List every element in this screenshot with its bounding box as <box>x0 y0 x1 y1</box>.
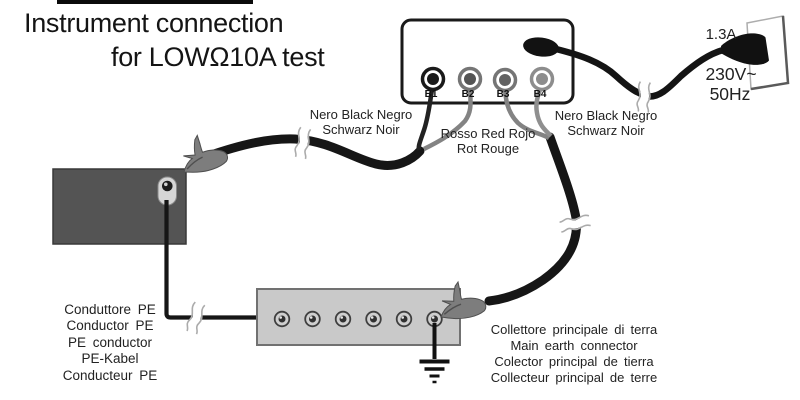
mains-plug-icon <box>721 33 769 65</box>
wire-b4-black <box>534 83 553 138</box>
label-red-wires: Rosso Red Rojo Rot Rouge <box>440 126 536 156</box>
page-title-line2: for LOWΩ10A test <box>111 42 325 72</box>
busbar-terminal <box>395 310 413 328</box>
label-main-earth-connector: Collettore principale di terra Main eart… <box>490 322 658 385</box>
label-frequency: 50Hz <box>709 84 751 104</box>
wire-b2-red <box>422 83 473 152</box>
busbar-terminal <box>273 310 291 328</box>
label-left-black-cable: Nero Black Negro Schwarz Noir <box>309 107 413 137</box>
label-right-black-cable: Nero Black Negro Schwarz Noir <box>554 108 658 138</box>
pe-terminal <box>157 176 177 206</box>
terminal-label-b3: B3 <box>496 89 510 100</box>
terminal-label-b2: B2 <box>461 89 475 100</box>
earth-busbar <box>256 288 461 346</box>
terminal-b2 <box>457 66 483 92</box>
terminal-label-b4: B4 <box>533 89 547 100</box>
label-current: 1.3A <box>705 26 737 43</box>
terminal-b1 <box>420 66 446 92</box>
label-voltage: 230V~ <box>705 64 757 84</box>
wire-b3-red <box>502 83 551 141</box>
busbar-terminal <box>334 310 352 328</box>
black-test-lead-left <box>203 134 425 170</box>
cropped-artifact-bar <box>57 0 253 4</box>
busbar-terminal <box>304 310 321 328</box>
label-pe-conductor: Conduttore PE Conductor PE PE conductor … <box>62 302 158 383</box>
power-inlet <box>523 37 559 57</box>
earth-ground-icon <box>419 323 450 384</box>
page-title-line1: Instrument connection <box>24 8 284 38</box>
black-test-lead-right <box>484 132 581 306</box>
terminal-b4 <box>529 66 555 92</box>
busbar-terminal <box>365 310 382 328</box>
pe-wire <box>164 200 279 320</box>
wire-b1-black <box>416 83 436 151</box>
terminal-b3 <box>492 67 518 93</box>
busbar-terminals <box>273 310 443 328</box>
terminal-label-b1: B1 <box>424 89 438 100</box>
